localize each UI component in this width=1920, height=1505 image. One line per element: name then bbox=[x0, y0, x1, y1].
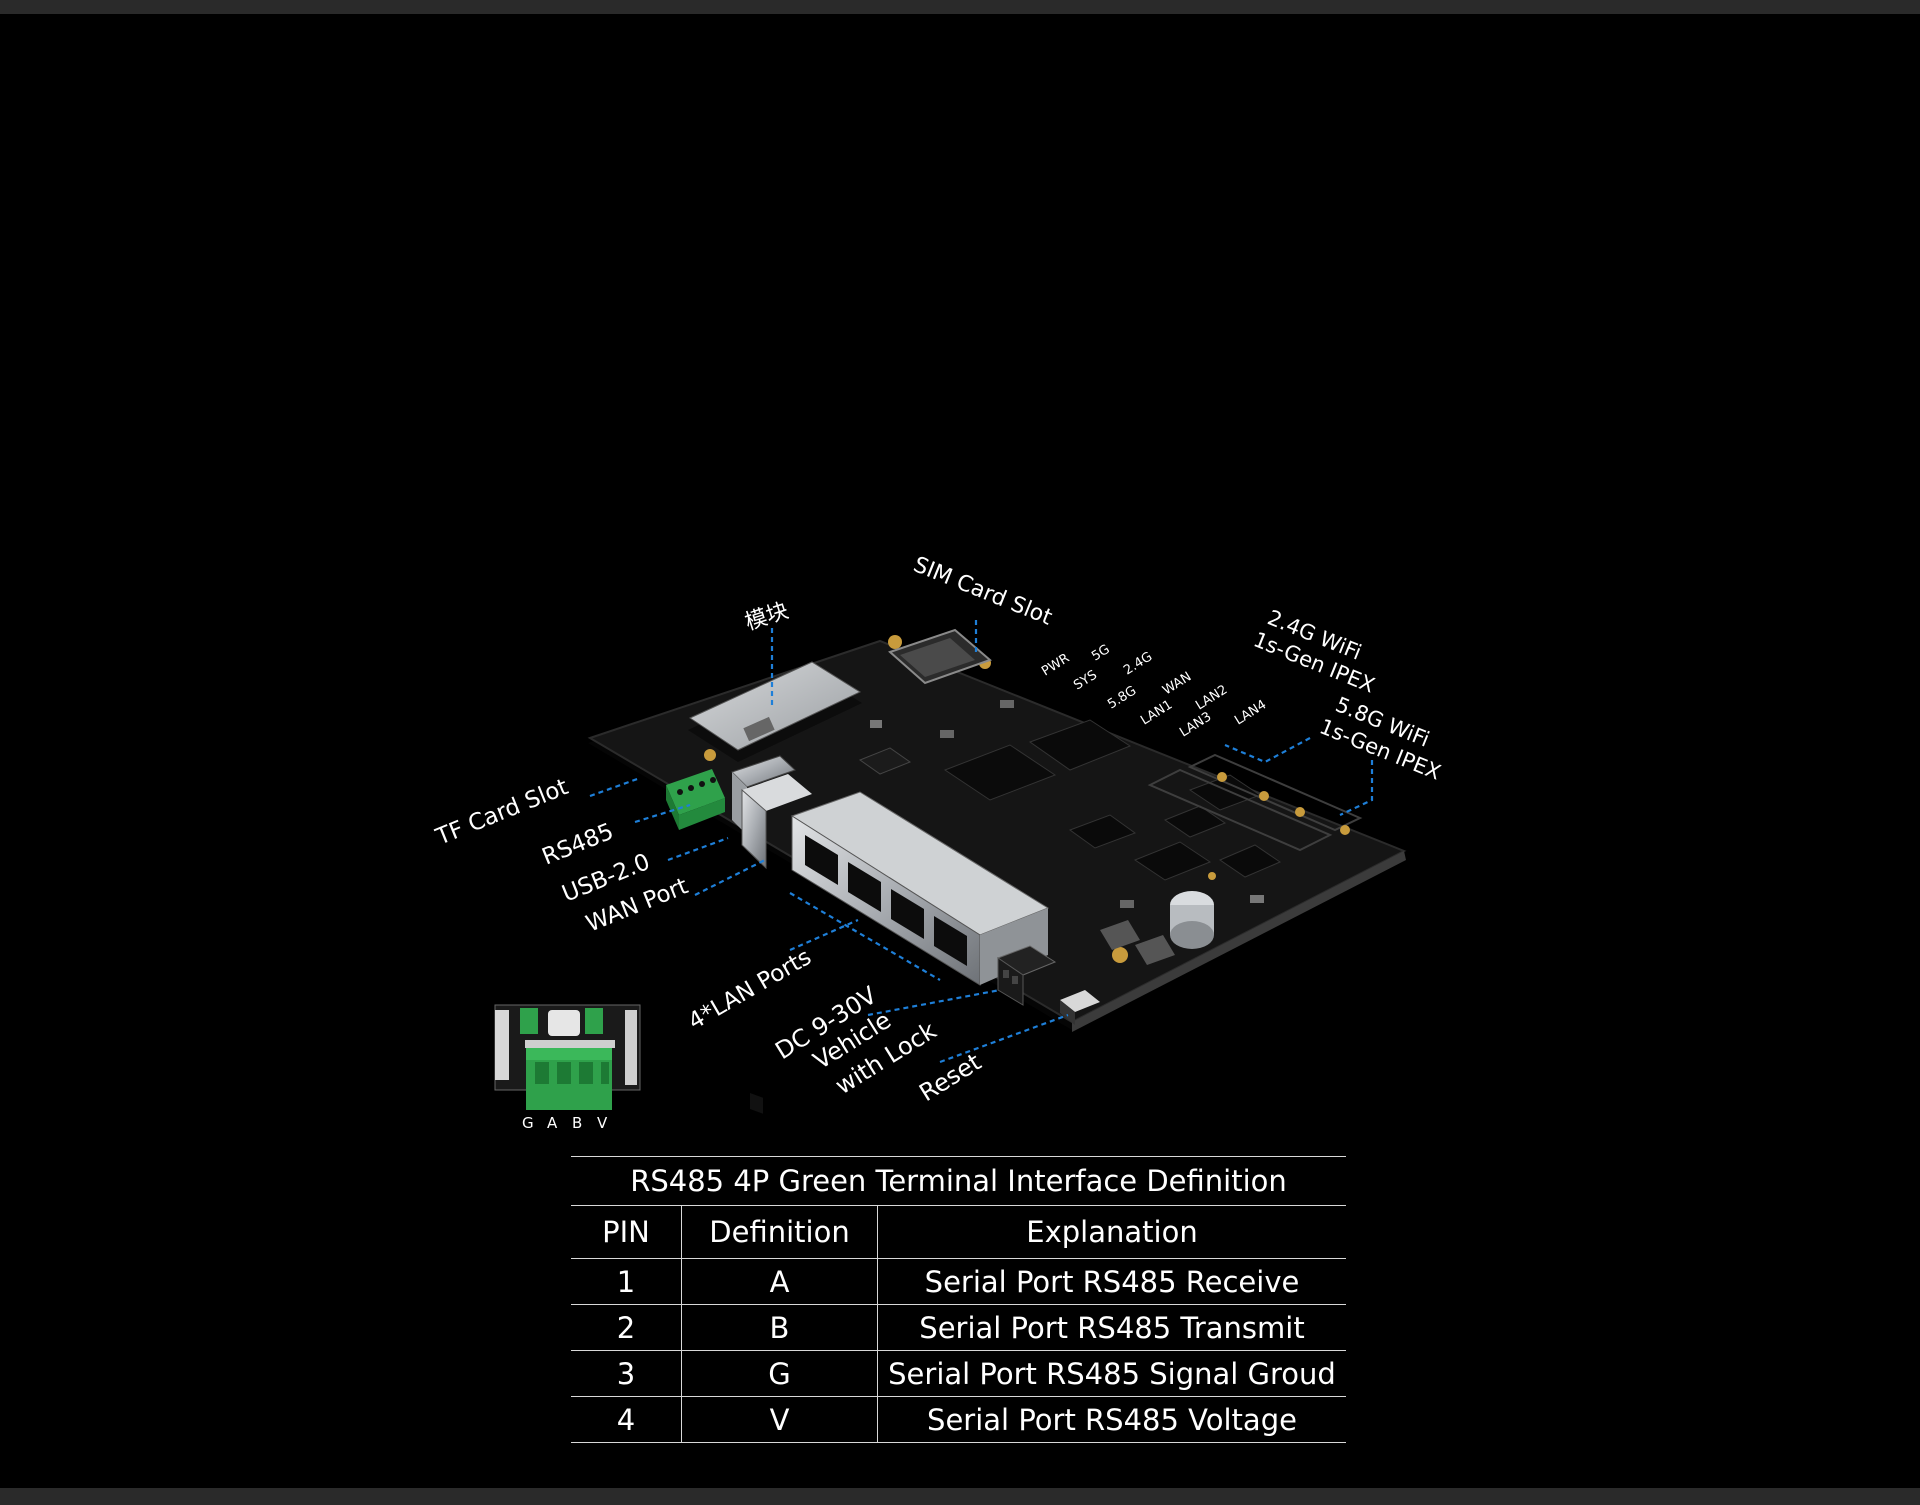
table-title: RS485 4P Green Terminal Interface Defini… bbox=[571, 1156, 1346, 1206]
led-24g: 2.4G bbox=[1121, 649, 1155, 678]
top-bar bbox=[0, 0, 1920, 14]
cell-definition: B bbox=[681, 1304, 878, 1351]
label-rs485: RS485 bbox=[539, 819, 618, 871]
terminal-pin-g: G bbox=[522, 1114, 534, 1132]
label-lan-ports: 4*LAN Ports bbox=[684, 944, 816, 1035]
cell-definition: V bbox=[681, 1396, 878, 1443]
label-sim-card-slot: SIM Card Slot bbox=[910, 552, 1056, 630]
leader-lines bbox=[589, 620, 1374, 1064]
label-module: 模块 bbox=[742, 598, 792, 635]
cell-pin: 4 bbox=[571, 1396, 682, 1443]
table-row: 3 G Serial Port RS485 Signal Groud bbox=[571, 1350, 1346, 1397]
terminal-pin-v: V bbox=[597, 1114, 608, 1132]
led-wan: WAN bbox=[1160, 669, 1194, 698]
rs485-definition-table: RS485 4P Green Terminal Interface Defini… bbox=[571, 1156, 1346, 1443]
cell-definition: A bbox=[681, 1258, 878, 1305]
led-lan3: LAN3 bbox=[1177, 709, 1214, 740]
wan-port bbox=[741, 774, 812, 1114]
table-row: 2 B Serial Port RS485 Transmit bbox=[571, 1304, 1346, 1351]
header-definition: Definition bbox=[681, 1206, 878, 1259]
table-row: 1 A Serial Port RS485 Receive bbox=[571, 1258, 1346, 1305]
led-lan4: LAN4 bbox=[1232, 697, 1269, 728]
cell-explanation: Serial Port RS485 Transmit bbox=[877, 1304, 1346, 1351]
led-lan2: LAN2 bbox=[1193, 682, 1230, 713]
header-explanation: Explanation bbox=[877, 1206, 1346, 1259]
table-row: 4 V Serial Port RS485 Voltage bbox=[571, 1396, 1346, 1443]
led-lan1: LAN1 bbox=[1138, 697, 1175, 728]
lan-ports-block bbox=[790, 791, 1050, 986]
cellular-module bbox=[688, 661, 862, 762]
capacitor bbox=[1170, 891, 1214, 949]
bottom-bar bbox=[0, 1488, 1920, 1505]
cell-explanation: Serial Port RS485 Signal Groud bbox=[877, 1350, 1346, 1397]
dc-power-connector bbox=[996, 945, 1057, 1006]
led-pwr: PWR bbox=[1039, 651, 1072, 679]
terminal-closeup: G A B V bbox=[494, 1004, 641, 1132]
usb-port bbox=[731, 755, 796, 835]
reset-button-hardware bbox=[1060, 990, 1100, 1025]
cell-pin: 1 bbox=[571, 1258, 682, 1305]
cell-explanation: Serial Port RS485 Voltage bbox=[877, 1396, 1346, 1443]
cell-explanation: Serial Port RS485 Receive bbox=[877, 1258, 1346, 1305]
label-reset: Reset bbox=[914, 1048, 986, 1107]
label-tf-card-slot: TF Card Slot bbox=[432, 774, 572, 851]
table-header-row: PIN Definition Explanation bbox=[571, 1206, 1346, 1259]
led-sys: SYS bbox=[1071, 668, 1100, 694]
led-58g: 5.8G bbox=[1105, 683, 1139, 712]
cell-pin: 2 bbox=[571, 1304, 682, 1351]
sim-card-slot bbox=[888, 628, 992, 685]
led-5g: 5G bbox=[1089, 642, 1113, 664]
header-pin: PIN bbox=[571, 1206, 682, 1259]
rs485-terminal bbox=[666, 769, 725, 830]
terminal-pin-a: A bbox=[547, 1114, 558, 1132]
terminal-pin-b: B bbox=[572, 1114, 582, 1132]
inductors bbox=[1100, 920, 1175, 965]
cell-definition: G bbox=[681, 1350, 878, 1397]
cell-pin: 3 bbox=[571, 1350, 682, 1397]
